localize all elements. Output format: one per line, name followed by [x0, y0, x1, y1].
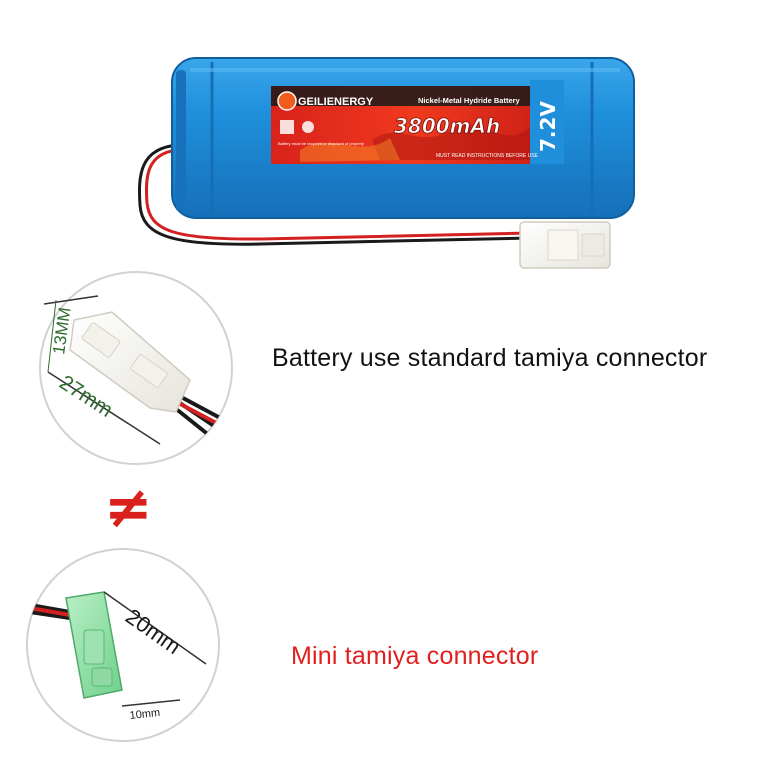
battery-wires	[138, 143, 531, 246]
battery-tamiya-plug	[519, 221, 611, 269]
recycle-icon	[280, 120, 294, 134]
battery-label	[271, 80, 564, 164]
capacity-text: 3800mAh	[394, 114, 500, 138]
voltage-text: 7.2V	[536, 101, 560, 152]
battery-type-text: Nickel-Metal Hydride Battery	[418, 96, 521, 105]
brand-text: GEILIENERGY	[298, 96, 374, 108]
not-equal-icon: ≠	[104, 473, 153, 541]
standard-connector-caption: Battery use standard tamiya connector	[272, 344, 708, 372]
warning-text: MUST READ INSTRUCTIONS BEFORE USE	[436, 153, 539, 159]
mini-connector-zoom	[26, 548, 220, 742]
brand-logo-icon	[277, 91, 297, 111]
recycle-text: Battery must be recycled or disposed of …	[278, 141, 364, 146]
standard-connector-zoom	[39, 271, 233, 465]
mini-width-dimension: 10mm	[129, 707, 161, 722]
warning-icon	[302, 121, 314, 133]
mini-connector-caption: Mini tamiya connector	[291, 642, 539, 670]
